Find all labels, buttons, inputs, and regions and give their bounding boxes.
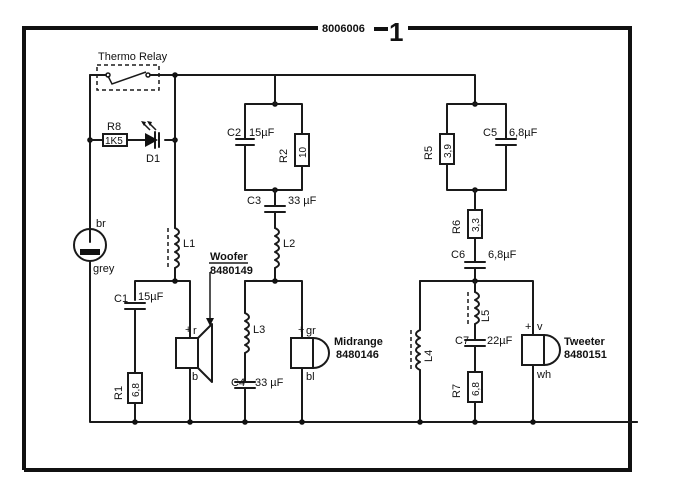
svg-text:C7: C7: [455, 335, 469, 347]
resistor-r6: 3,3 R6: [451, 209, 483, 239]
tweeter-speaker: + v wh Tweeter 8480151: [521, 321, 607, 381]
svg-text:wh: wh: [536, 369, 551, 381]
resistor-r5: 3,9 R5: [423, 133, 455, 165]
midrange-speaker: + gr bl Midrange 8480146: [290, 324, 383, 383]
svg-text:gr: gr: [306, 325, 316, 337]
svg-text:C3: C3: [247, 195, 261, 207]
svg-text:C2: C2: [227, 127, 241, 139]
capacitor-c1: C1 15µF: [114, 291, 164, 310]
svg-text:R5: R5: [423, 146, 435, 160]
svg-text:15µF: 15µF: [249, 127, 275, 139]
svg-text:bl: bl: [306, 371, 315, 383]
capacitor-c5: C5 6,8µF: [483, 127, 538, 146]
svg-text:6,8: 6,8: [471, 382, 482, 396]
svg-text:+: +: [298, 324, 304, 336]
svg-text:R6: R6: [451, 220, 463, 234]
capacitor-c6: C6 6,8µF: [451, 249, 517, 269]
svg-text:R1: R1: [113, 386, 125, 400]
svg-text:grey: grey: [93, 263, 115, 275]
diode-d1: D1: [141, 121, 160, 165]
inductor-l3: L3: [244, 312, 265, 354]
svg-text:6,8: 6,8: [131, 383, 142, 397]
resistor-r1: 6,8 R1: [113, 372, 143, 404]
svg-text:Tweeter: Tweeter: [564, 336, 605, 348]
svg-text:b: b: [192, 371, 198, 383]
svg-text:3,9: 3,9: [443, 144, 454, 158]
svg-text:33 µF: 33 µF: [288, 195, 317, 207]
svg-text:D1: D1: [146, 153, 160, 165]
svg-text:10: 10: [298, 146, 309, 158]
svg-text:8480146: 8480146: [336, 349, 379, 361]
figure-number-dash: [374, 27, 388, 31]
svg-text:22µF: 22µF: [487, 335, 513, 347]
svg-text:C4: C4: [231, 377, 245, 389]
svg-text:+: +: [525, 321, 531, 333]
capacitor-c7: C7 22µF: [455, 335, 513, 347]
diagram-frame: [22, 26, 632, 472]
svg-text:3,3: 3,3: [471, 218, 482, 232]
woofer-speaker: + r b Woofer 8480149: [175, 251, 253, 383]
capacitor-c4: C4 33 µF: [231, 377, 284, 389]
svg-text:+: +: [185, 324, 191, 336]
inductor-l5: L5: [467, 291, 492, 325]
svg-text:Midrange: Midrange: [334, 336, 383, 348]
svg-text:C6: C6: [451, 249, 465, 261]
svg-text:6,8µF: 6,8µF: [488, 249, 517, 261]
svg-text:r: r: [193, 325, 197, 337]
svg-text:33 µF: 33 µF: [255, 377, 284, 389]
svg-text:L3: L3: [253, 324, 265, 336]
svg-text:Woofer: Woofer: [210, 251, 248, 263]
indicator-bulb: br grey: [73, 218, 115, 275]
resistor-r8: 1K5 R8: [102, 121, 128, 147]
svg-text:br: br: [96, 218, 106, 230]
inductor-l4: L4: [410, 329, 435, 371]
svg-text:R2: R2: [278, 149, 290, 163]
thermo-relay: Thermo Relay: [96, 51, 168, 91]
svg-text:R8: R8: [107, 121, 121, 133]
figure-number: 1: [389, 17, 403, 47]
capacitor-c2: C2 15µF: [227, 127, 275, 146]
svg-text:C1: C1: [114, 293, 128, 305]
diagram-code: 8006006: [322, 23, 365, 35]
svg-text:L5: L5: [480, 310, 492, 322]
svg-text:6,8µF: 6,8µF: [509, 127, 538, 139]
svg-text:L4: L4: [423, 350, 435, 362]
inductor-l2: L2: [274, 227, 295, 269]
svg-text:R7: R7: [451, 384, 463, 398]
svg-text:v: v: [537, 321, 543, 333]
svg-text:8480149: 8480149: [210, 265, 253, 277]
thermo-relay-label: Thermo Relay: [98, 51, 168, 63]
resistor-r2: 10 R2: [278, 133, 310, 167]
svg-text:1K5: 1K5: [105, 136, 123, 147]
svg-text:8480151: 8480151: [564, 349, 607, 361]
svg-text:L1: L1: [183, 238, 195, 250]
capacitor-c3: C3 33 µF: [247, 195, 317, 213]
svg-text:C5: C5: [483, 127, 497, 139]
resistor-r7: 6,8 R7: [451, 371, 483, 403]
svg-text:15µF: 15µF: [138, 291, 164, 303]
inductor-l1: L1: [167, 227, 195, 269]
svg-text:L2: L2: [283, 238, 295, 250]
